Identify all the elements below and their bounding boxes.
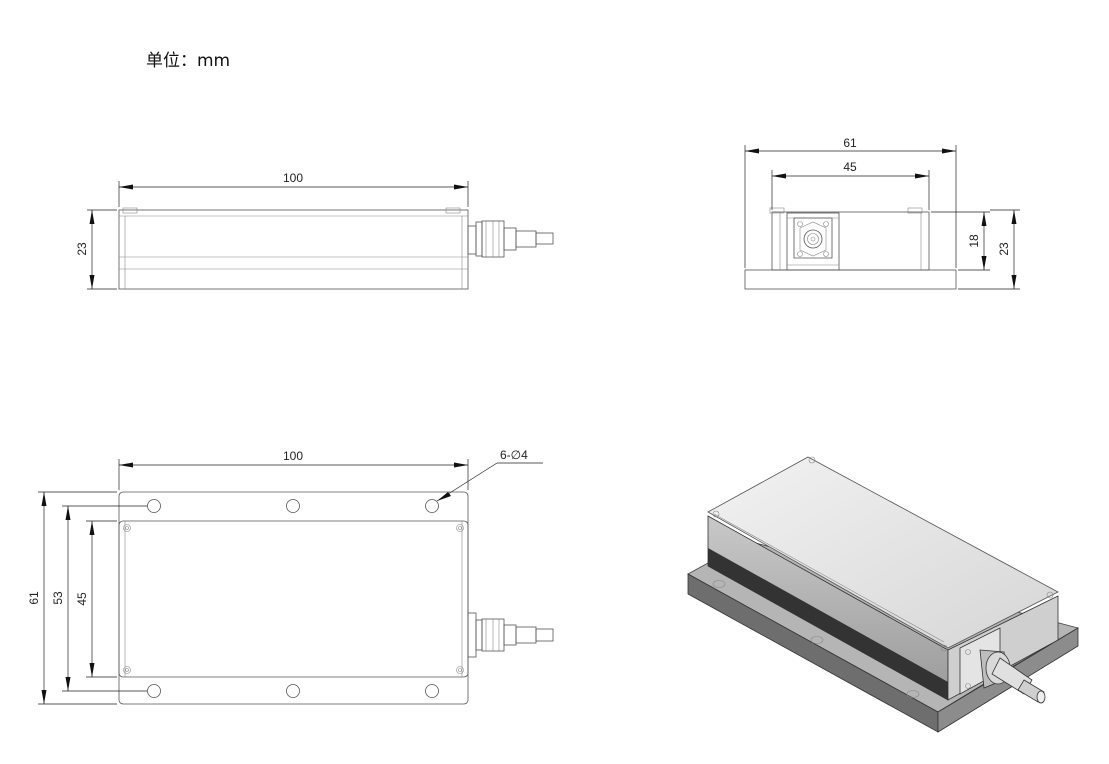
hole-callout: 6-∅4 [500,448,528,462]
mount-hole [286,499,300,513]
top-length-dim: 100 [283,449,303,463]
mount-hole [147,684,161,698]
end-height-inner-dim: 18 [967,234,981,248]
mount-hole [425,499,439,513]
box-lid [707,456,1059,649]
top-width-inner-dim: 45 [75,592,89,606]
sma-connector-iso [979,649,1046,704]
connector-flange [786,212,840,271]
end-height-outer-dim: 23 [997,242,1011,256]
mount-hole [147,499,161,513]
top-view: 100 6-∅4 61 53 45 [27,448,554,705]
end-view: 61 45 18 23 [744,136,1020,290]
top-width-outer-dim: 61 [27,591,41,605]
end-width-inner-dim: 45 [843,160,857,174]
side-height-dim: 23 [75,242,89,256]
side-view-body [118,209,469,290]
mount-hole [286,684,300,698]
sma-connector [467,220,554,258]
unit-label: 单位：mm [146,51,230,71]
top-width-mid-dim: 53 [51,591,65,605]
lid-outline [118,520,469,678]
base-plate-outline [118,491,469,705]
side-length-dim: 100 [283,171,303,185]
end-width-outer-dim: 61 [843,136,857,150]
sma-connector-top [467,612,554,658]
isometric-view [687,456,1080,733]
mount-hole [425,684,439,698]
side-view: 100 23 [75,171,554,290]
